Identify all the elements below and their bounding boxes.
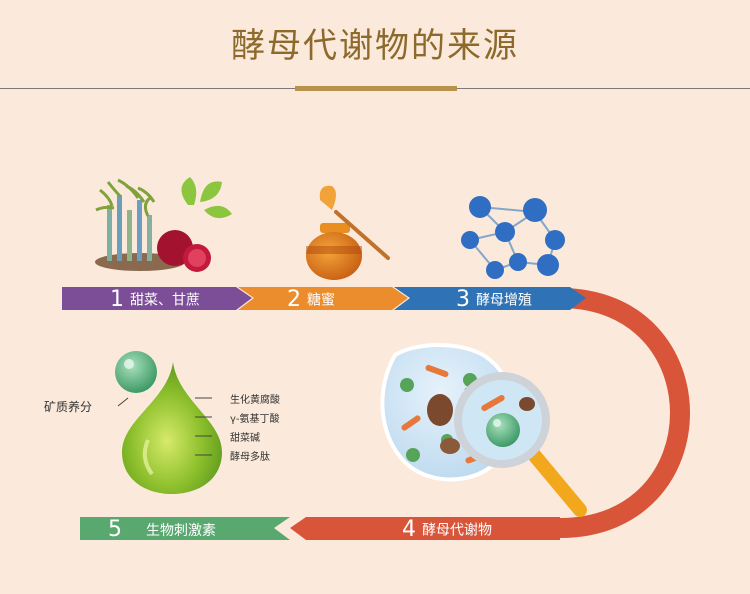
component-label: 酵母多肽 <box>230 452 270 463</box>
step-2-label: 2 糖蜜 <box>287 287 335 312</box>
arrow-step-3 <box>394 287 586 310</box>
page-title: 酵母代谢物的来源 <box>231 26 519 66</box>
step-1-number: 1 <box>110 287 124 312</box>
arrow-step-1 <box>62 287 252 310</box>
beet-icon <box>157 177 232 272</box>
arrow-step-2 <box>238 287 408 310</box>
title-accent-bar <box>295 86 457 91</box>
arrow-step-5 <box>80 517 290 540</box>
step-3-text: 酵母增殖 <box>476 292 532 309</box>
component-label: 甜菜碱 <box>230 433 260 444</box>
arrow-step-4 <box>290 517 560 540</box>
magnifier-icon <box>454 372 587 517</box>
step-3-number: 3 <box>456 287 470 312</box>
droplet-icon <box>115 351 222 494</box>
component-label: γ-氨基丁酸 <box>230 414 280 425</box>
step-5-label: 5 生物刺激素 <box>108 517 216 542</box>
step-2-number: 2 <box>287 287 301 312</box>
step-5-number: 5 <box>108 517 122 542</box>
component-label: 生化黄腐酸 <box>230 395 280 406</box>
minerals-label: 矿质养分 <box>44 400 93 414</box>
step-4-label: 4 酵母代谢物 <box>402 517 492 542</box>
step-1-text: 甜菜、甘蔗 <box>130 292 200 309</box>
step-2-text: 糖蜜 <box>307 292 335 309</box>
step-3-label: 3 酵母增殖 <box>456 287 532 312</box>
step-1-label: 1 甜菜、甘蔗 <box>110 287 200 312</box>
step-4-number: 4 <box>402 517 416 542</box>
honey-jar-icon <box>306 185 390 280</box>
flow-arc <box>559 288 690 538</box>
step-4-text: 酵母代谢物 <box>422 522 492 539</box>
step-5-text: 生物刺激素 <box>146 522 216 539</box>
